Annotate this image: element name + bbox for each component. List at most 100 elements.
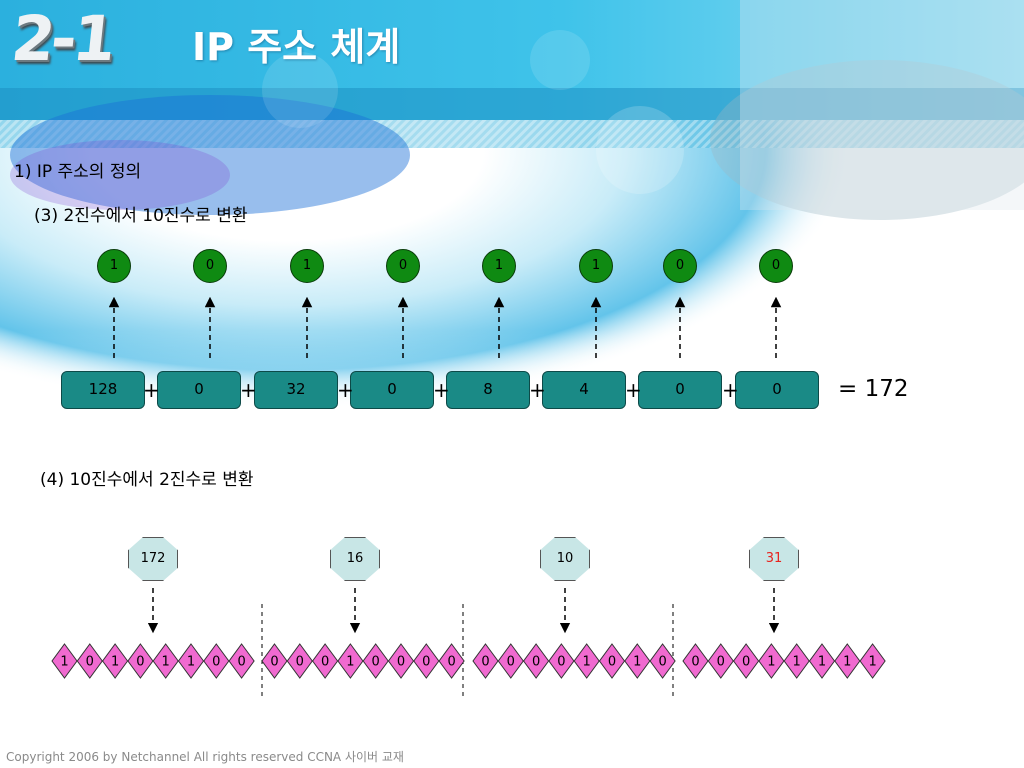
- diamond-bit-label: 0: [532, 655, 540, 670]
- diamond-bit-label: 1: [868, 655, 876, 670]
- bit-circle: 1: [482, 249, 516, 283]
- diamond-bit-label: 1: [793, 655, 801, 670]
- octet-value: 10: [556, 551, 574, 566]
- diamond-bit-label: 0: [136, 655, 144, 670]
- place-value-box: 0: [735, 371, 819, 409]
- diamond-bit-label: 0: [507, 655, 515, 670]
- diamond-bit-label: 1: [60, 655, 68, 670]
- diamond-bit: 1: [337, 643, 364, 679]
- place-value-box: 8: [446, 371, 530, 409]
- diamond-bit-label: 1: [767, 655, 775, 670]
- diamond-bit: 1: [573, 643, 600, 679]
- subheading-decimal-to-binary: (4) 10진수에서 2진수로 변환: [40, 470, 254, 490]
- diamond-bit-label: 0: [447, 655, 455, 670]
- octet-value-badge: 16: [330, 537, 380, 581]
- diamond-bit: 0: [472, 643, 499, 679]
- diamond-bit: 0: [707, 643, 734, 679]
- bit-circle-label: 0: [386, 249, 420, 283]
- diamond-bit: 0: [203, 643, 230, 679]
- diamond-bit-label: 0: [270, 655, 278, 670]
- bit-circle-label: 1: [97, 249, 131, 283]
- plus-sign: +: [143, 378, 160, 402]
- plus-sign: +: [529, 378, 546, 402]
- diamond-bit: 0: [286, 643, 313, 679]
- bit-circle-label: 1: [482, 249, 516, 283]
- octet-value-badge: 172: [128, 537, 178, 581]
- diamond-bit-label: 0: [397, 655, 405, 670]
- diamond-bit: 1: [859, 643, 886, 679]
- place-value-box: 0: [157, 371, 241, 409]
- diamond-bit-label: 1: [346, 655, 354, 670]
- diamond-bit-label: 1: [633, 655, 641, 670]
- bit-circle: 0: [193, 249, 227, 283]
- diamond-bit: 0: [682, 643, 709, 679]
- plus-sign: +: [337, 378, 354, 402]
- diamond-bit: 0: [127, 643, 154, 679]
- diamond-bit-label: 0: [237, 655, 245, 670]
- diamond-bit-label: 0: [481, 655, 489, 670]
- plus-sign: +: [240, 378, 257, 402]
- diamond-bit: 0: [732, 643, 760, 679]
- place-value-box: 0: [350, 371, 434, 409]
- diamond-bit-label: 0: [296, 655, 304, 670]
- diamond-bit: 1: [758, 643, 785, 679]
- diamond-bit-label: 0: [321, 655, 329, 670]
- plus-sign: +: [625, 378, 642, 402]
- diamond-bit-label: 0: [658, 655, 666, 670]
- bit-circle: 0: [759, 249, 793, 283]
- diamond-bit: 0: [522, 643, 550, 679]
- diamond-bit: 0: [362, 643, 389, 679]
- diamond-bit-label: 0: [608, 655, 616, 670]
- diamond-bit: 1: [177, 643, 205, 679]
- diamond-bit: 1: [51, 643, 78, 679]
- diamond-bit: 1: [101, 643, 129, 679]
- bit-circle-label: 1: [579, 249, 613, 283]
- diamond-bit: 1: [624, 643, 651, 679]
- plus-sign: +: [722, 378, 739, 402]
- diamond-bit: 1: [808, 643, 836, 679]
- subheading-binary-to-decimal: (3) 2진수에서 10진수로 변환: [34, 206, 248, 226]
- diamond-bit: 0: [438, 643, 465, 679]
- diamond-bit-label: 1: [187, 655, 195, 670]
- diamond-bit: 0: [413, 643, 440, 679]
- diamond-bit-label: 0: [557, 655, 565, 670]
- bit-circle: 1: [579, 249, 613, 283]
- diamond-bit: 0: [228, 643, 255, 679]
- octet-value: 16: [346, 551, 364, 566]
- diamond-bit: 0: [598, 643, 626, 679]
- diamond-bit: 0: [649, 643, 676, 679]
- copyright-footer: Copyright 2006 by Netchannel All rights …: [6, 750, 404, 764]
- bit-circle: 0: [386, 249, 420, 283]
- diamond-bit-label: 1: [162, 655, 170, 670]
- slide-title: IP 주소 체계: [192, 25, 401, 69]
- decimal-result: = 172: [838, 376, 909, 402]
- diamond-bit-label: 1: [843, 655, 851, 670]
- bit-circle: 1: [290, 249, 324, 283]
- diamond-bit: 0: [548, 643, 575, 679]
- diamond-bit-label: 1: [583, 655, 591, 670]
- diamond-bit-label: 1: [818, 655, 826, 670]
- diamond-bit: 0: [76, 643, 103, 679]
- place-value-box: 0: [638, 371, 722, 409]
- diamond-bit: 0: [387, 643, 415, 679]
- bit-circle-label: 0: [193, 249, 227, 283]
- bit-circle: 1: [97, 249, 131, 283]
- octet-value: 31: [765, 551, 783, 566]
- section-heading: 1) IP 주소의 정의: [14, 162, 142, 182]
- bit-circle-label: 1: [290, 249, 324, 283]
- diamond-bit-label: 0: [212, 655, 220, 670]
- bit-circle-label: 0: [663, 249, 697, 283]
- diamond-bit-label: 0: [717, 655, 725, 670]
- diamond-bit-label: 0: [742, 655, 750, 670]
- octet-value-badge: 31: [749, 537, 799, 581]
- diamond-bit: 0: [311, 643, 339, 679]
- place-value-box: 32: [254, 371, 338, 409]
- place-value-box: 128: [61, 371, 145, 409]
- bit-circle: 0: [663, 249, 697, 283]
- diamond-bit-label: 0: [372, 655, 380, 670]
- diamond-bit-label: 0: [422, 655, 430, 670]
